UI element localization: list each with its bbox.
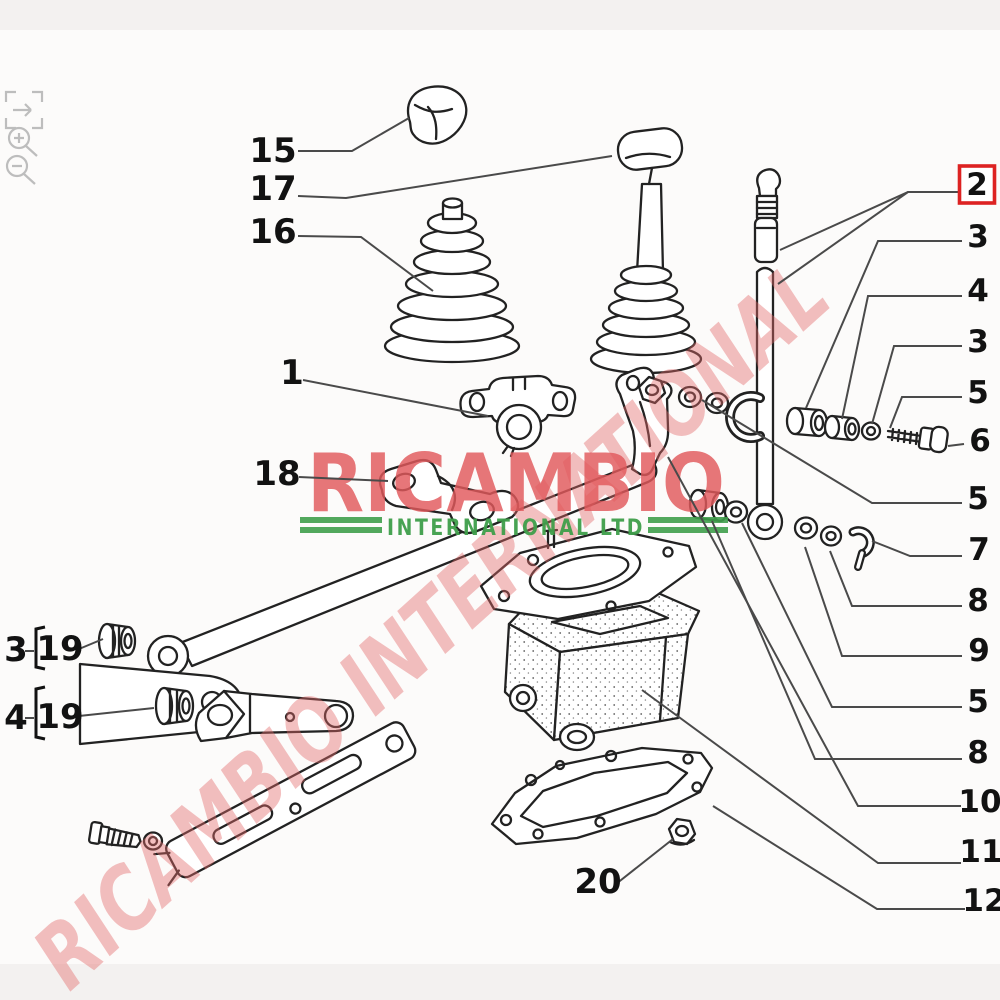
part-support-clamp xyxy=(459,374,577,458)
callout-6: 6 xyxy=(969,423,991,459)
part-circlip xyxy=(848,526,875,571)
callout-1: 1 xyxy=(280,353,304,393)
leader-19-lower xyxy=(78,707,155,717)
bracket-3-19 xyxy=(34,625,46,671)
callout-8a: 8 xyxy=(967,583,989,619)
part-rod-nut xyxy=(637,375,667,405)
zoom-out-icon[interactable] xyxy=(5,154,36,185)
part-washer-c xyxy=(860,421,882,441)
leader-7 xyxy=(871,540,962,557)
callout-7: 7 xyxy=(968,532,990,568)
leader-11 xyxy=(641,689,961,864)
leader-5c xyxy=(741,522,962,708)
leader-2-1 xyxy=(777,191,909,285)
callout-9: 9 xyxy=(968,633,990,669)
callout-10: 10 xyxy=(958,784,1000,820)
leader-16 xyxy=(297,235,434,292)
callout-19-lower: 19 xyxy=(36,697,83,737)
leader-18 xyxy=(298,476,389,482)
callout-5c: 5 xyxy=(967,684,989,720)
leader-19-upper xyxy=(78,638,104,650)
watermark-bar xyxy=(648,527,728,533)
part-cover-plate xyxy=(479,527,698,621)
callout-5b: 5 xyxy=(967,481,989,517)
leader-8a xyxy=(829,550,962,607)
part-bushing-b xyxy=(823,414,861,442)
callout-12: 12 xyxy=(962,883,1000,919)
watermark-bar xyxy=(300,517,382,523)
part-washer-d xyxy=(723,500,749,524)
callout-19-upper: 19 xyxy=(36,629,83,669)
part-washer-f xyxy=(819,525,843,547)
leader-4 xyxy=(841,295,962,420)
callout-3-left: 3 xyxy=(4,630,28,670)
part-gear-lever xyxy=(589,127,703,375)
callout-2: 2 xyxy=(966,167,988,203)
part-bolt-lower xyxy=(87,820,142,849)
callout-4-left: 4 xyxy=(4,698,28,738)
part-clevis-arm xyxy=(194,689,355,743)
part-washer-lower xyxy=(142,831,164,851)
part-bolt xyxy=(886,425,949,454)
line-art xyxy=(78,85,949,887)
callout-20: 20 xyxy=(574,862,621,902)
part-link xyxy=(378,458,520,535)
leader-3b xyxy=(871,345,962,425)
part-washer-a xyxy=(677,385,703,409)
leader-9 xyxy=(804,546,962,657)
callout-3a: 3 xyxy=(967,219,989,255)
callout-16: 16 xyxy=(249,212,296,252)
callout-18: 18 xyxy=(253,454,300,494)
callout-11: 11 xyxy=(959,834,1000,870)
leader-12 xyxy=(712,805,965,910)
part-base-gasket xyxy=(490,746,714,846)
scan-edge-top xyxy=(0,0,1000,30)
leader-20 xyxy=(615,838,674,885)
zoom-in-icon[interactable] xyxy=(7,126,38,157)
part-bushing-19a xyxy=(97,622,137,660)
bracket-4-19 xyxy=(34,685,46,741)
scan-edge-bottom xyxy=(0,964,1000,1000)
leader-3a xyxy=(805,240,962,409)
watermark-bar xyxy=(300,527,382,533)
watermark-bar xyxy=(648,517,728,523)
brand-watermark-text: RICAMBIO xyxy=(307,437,725,530)
part-selector-rod xyxy=(725,168,784,541)
part-bushing-19b xyxy=(154,686,195,726)
callout-3b: 3 xyxy=(967,324,989,360)
part-support-bracket xyxy=(153,721,417,887)
fullscreen-icon[interactable] xyxy=(4,90,44,130)
highlight-box xyxy=(957,164,997,205)
part-washer-b xyxy=(704,391,730,415)
part-gear-knob xyxy=(406,85,468,145)
callout-4: 4 xyxy=(967,273,989,309)
callout-15: 15 xyxy=(249,131,296,171)
leader-5b xyxy=(701,399,962,504)
callout-5a: 5 xyxy=(967,375,989,411)
leader-10 xyxy=(667,456,961,807)
part-lock-nut xyxy=(667,817,697,846)
leader-5a xyxy=(889,396,962,429)
leader-6 xyxy=(947,443,965,447)
callout-8b: 8 xyxy=(967,735,989,771)
subtitle-watermark-text: INTERNATIONAL LTD xyxy=(387,516,645,541)
part-bushing-a xyxy=(785,406,829,438)
part-washer-e xyxy=(793,516,819,540)
callout-17: 17 xyxy=(249,169,296,209)
part-shift-boot xyxy=(383,197,521,364)
leader-15 xyxy=(298,117,410,152)
leader-17 xyxy=(297,155,613,200)
leader-1 xyxy=(302,379,489,417)
